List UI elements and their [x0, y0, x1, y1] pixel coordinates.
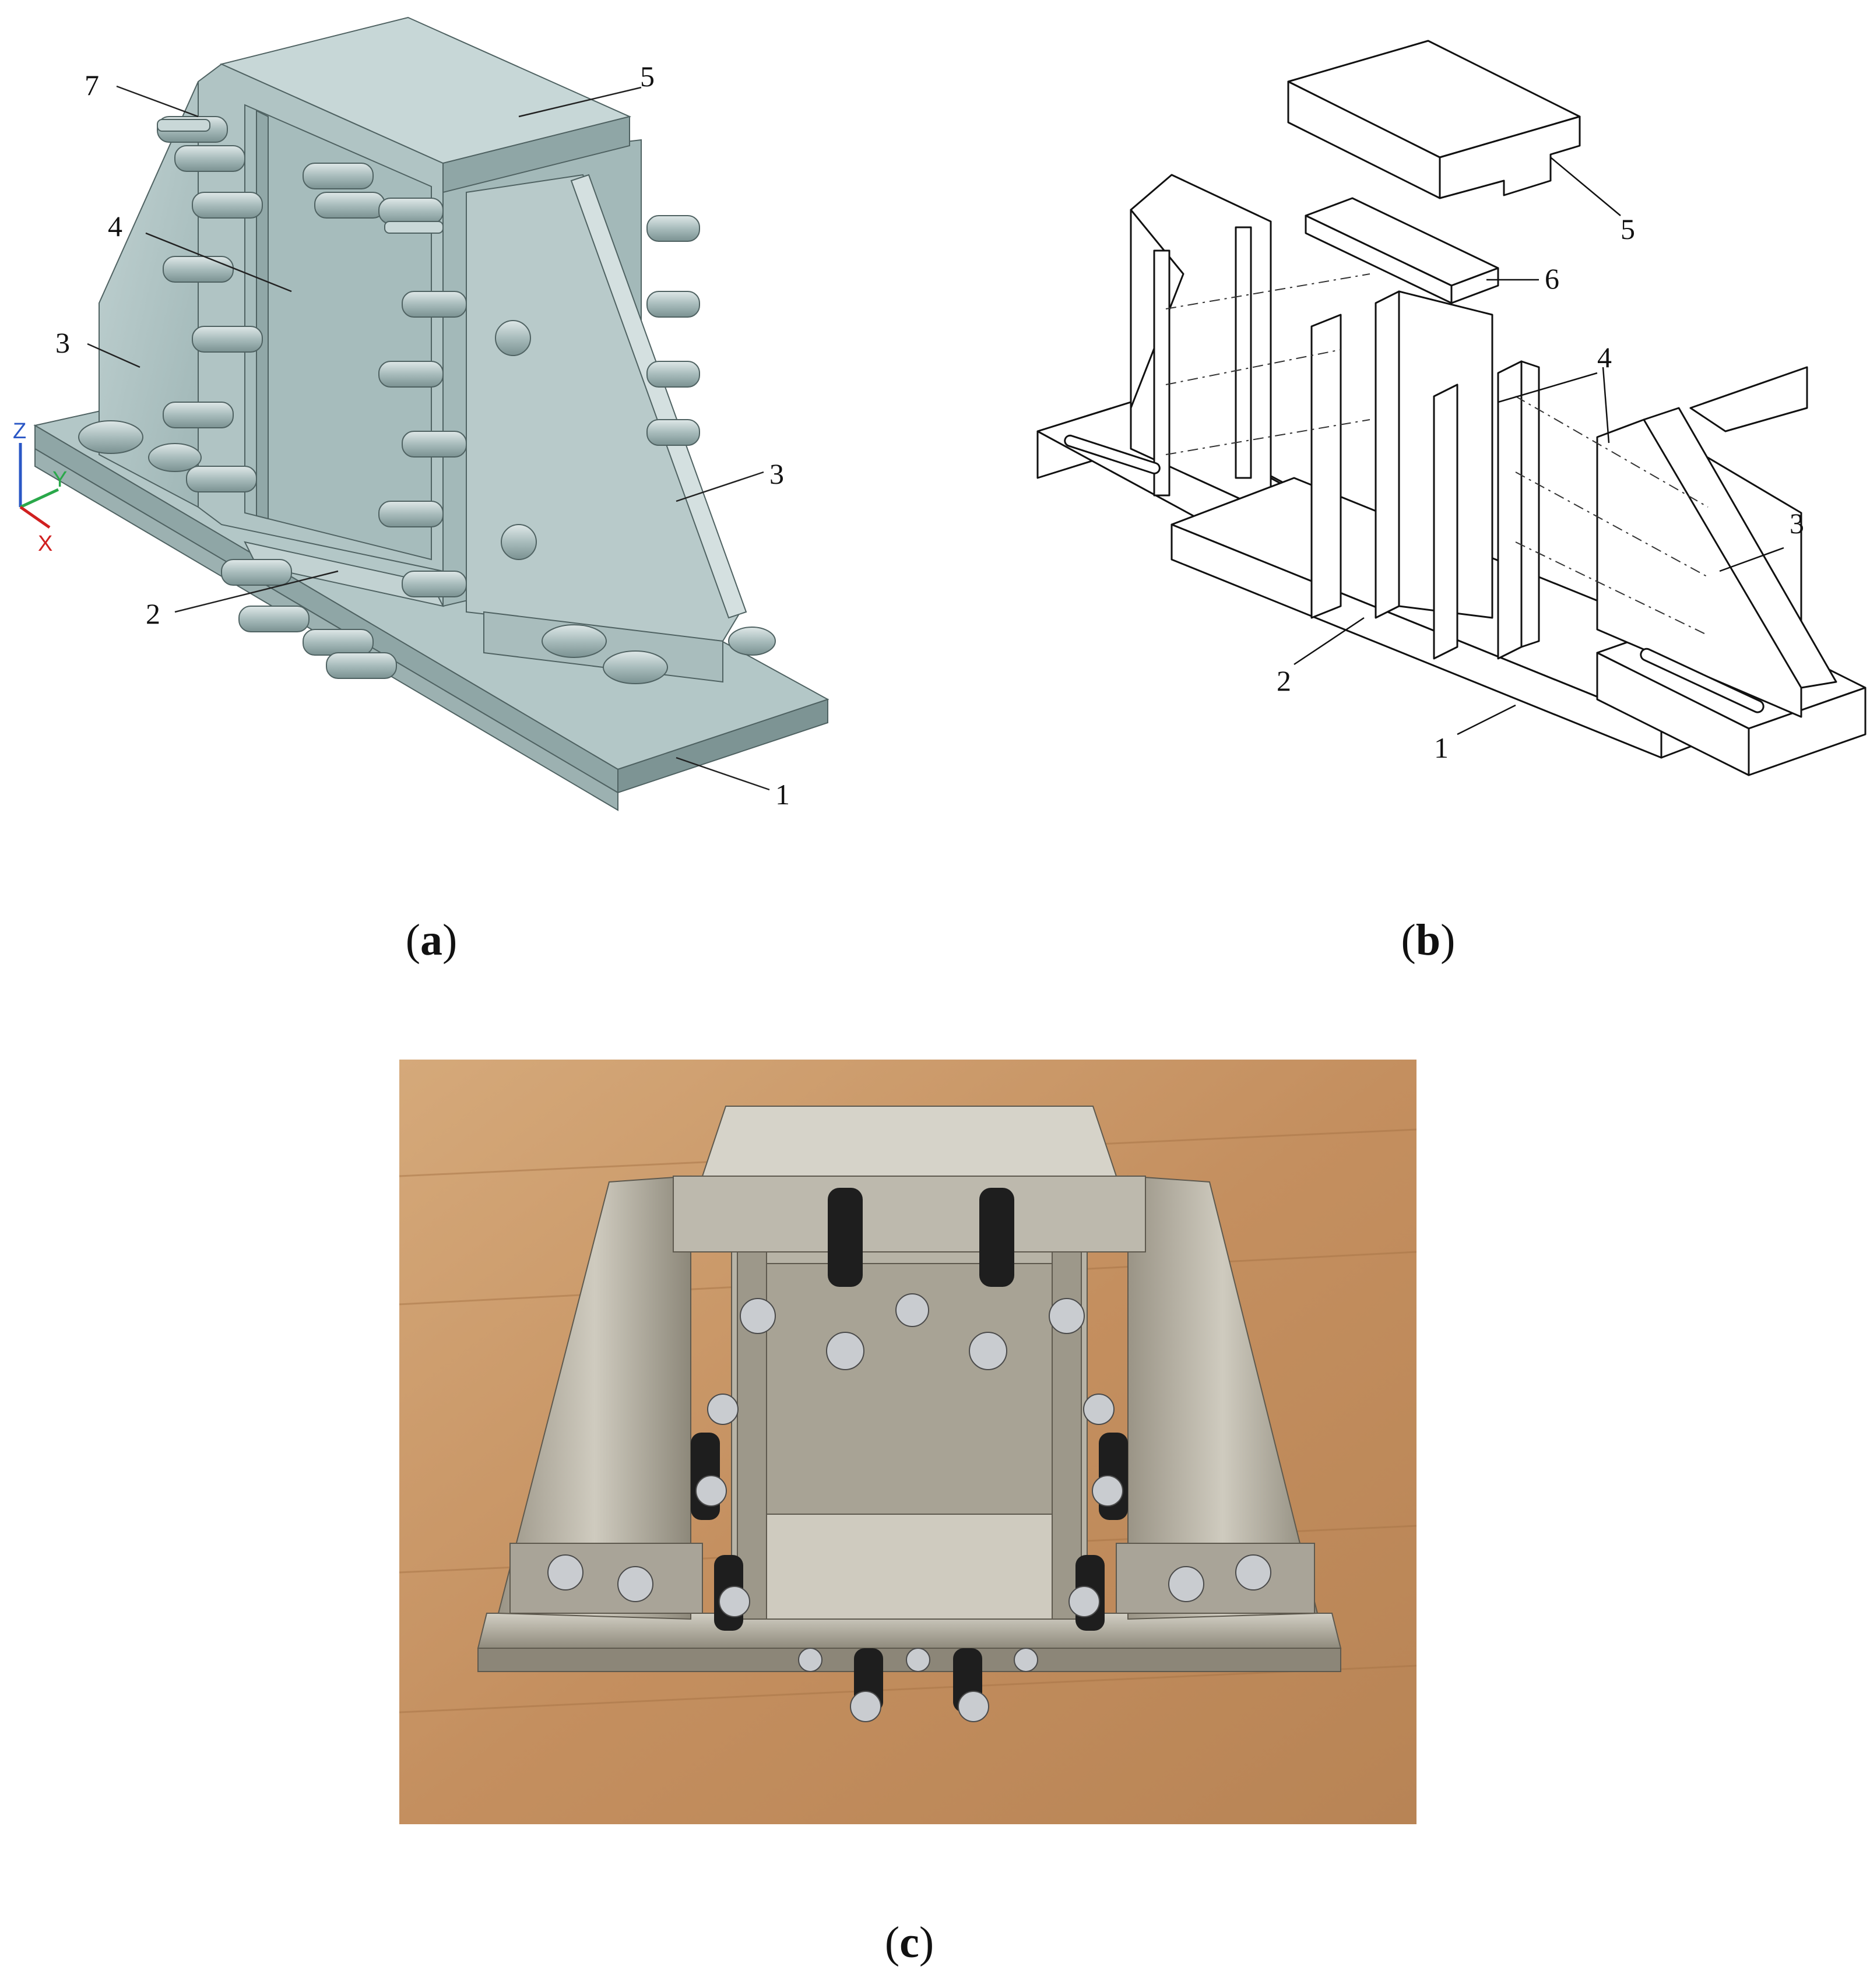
- panel-c-photo: [399, 1060, 1416, 1824]
- label-a-1: 1: [775, 778, 790, 811]
- label-a-4: 4: [108, 210, 122, 242]
- bolt-group-right: [78, 215, 776, 684]
- pin-part: [157, 119, 444, 234]
- panel-b-exploded-drawing: 5 6 4 3 2 1: [991, 0, 1870, 845]
- panel-a-cad-render: 7 5 4 3 3 2 1 Z Y X: [0, 0, 874, 845]
- label-b-6: 6: [1545, 262, 1559, 295]
- cad-fixture-illustration: 7 5 4 3 3 2 1 Z Y X: [13, 16, 829, 811]
- label-b-4: 4: [1597, 341, 1612, 374]
- label-b-3: 3: [1790, 507, 1804, 540]
- bolt-group-middle: [303, 163, 467, 597]
- label-a-3-right: 3: [769, 458, 784, 490]
- label-b-5: 5: [1621, 213, 1635, 245]
- axis-z-label: Z: [13, 419, 26, 444]
- exploded-top-plate: [1287, 40, 1581, 199]
- label-a-5: 5: [640, 60, 655, 93]
- leader-lines-a: [87, 85, 770, 791]
- right-gusset-part: [466, 174, 747, 683]
- exploded-line-illustration: 5 6 4 3 2 1: [1036, 40, 1867, 776]
- label-a-3-left: 3: [55, 326, 70, 359]
- axis-triad: Z Y X: [13, 419, 67, 556]
- caption-a: (a): [405, 916, 458, 965]
- caption-b: (b): [1401, 916, 1456, 965]
- alignment-lines: [1165, 273, 1709, 636]
- fixture-photo-illustration: [399, 1060, 1416, 1824]
- photo-side-brackets: [497, 1175, 1319, 1620]
- axis-y-label: Y: [52, 467, 67, 492]
- label-a-7: 7: [85, 69, 99, 101]
- photo-bolts: [547, 1293, 1271, 1722]
- caption-c: (c): [884, 1918, 934, 1967]
- caption-b-letter: b: [1415, 916, 1441, 965]
- caption-c-letter: c: [899, 1918, 919, 1967]
- label-b-2: 2: [1277, 664, 1291, 697]
- exploded-clamp-plates: [1310, 290, 1540, 660]
- label-a-2: 2: [146, 597, 160, 630]
- caption-a-letter: a: [420, 916, 442, 965]
- photo-central-frame: [673, 1106, 1146, 1620]
- axis-x-label: X: [38, 532, 52, 556]
- exploded-insert: [1305, 197, 1499, 304]
- label-b-1: 1: [1434, 731, 1449, 764]
- exploded-right-bracket: [1596, 366, 1867, 776]
- leader-lines-b: [1293, 157, 1784, 736]
